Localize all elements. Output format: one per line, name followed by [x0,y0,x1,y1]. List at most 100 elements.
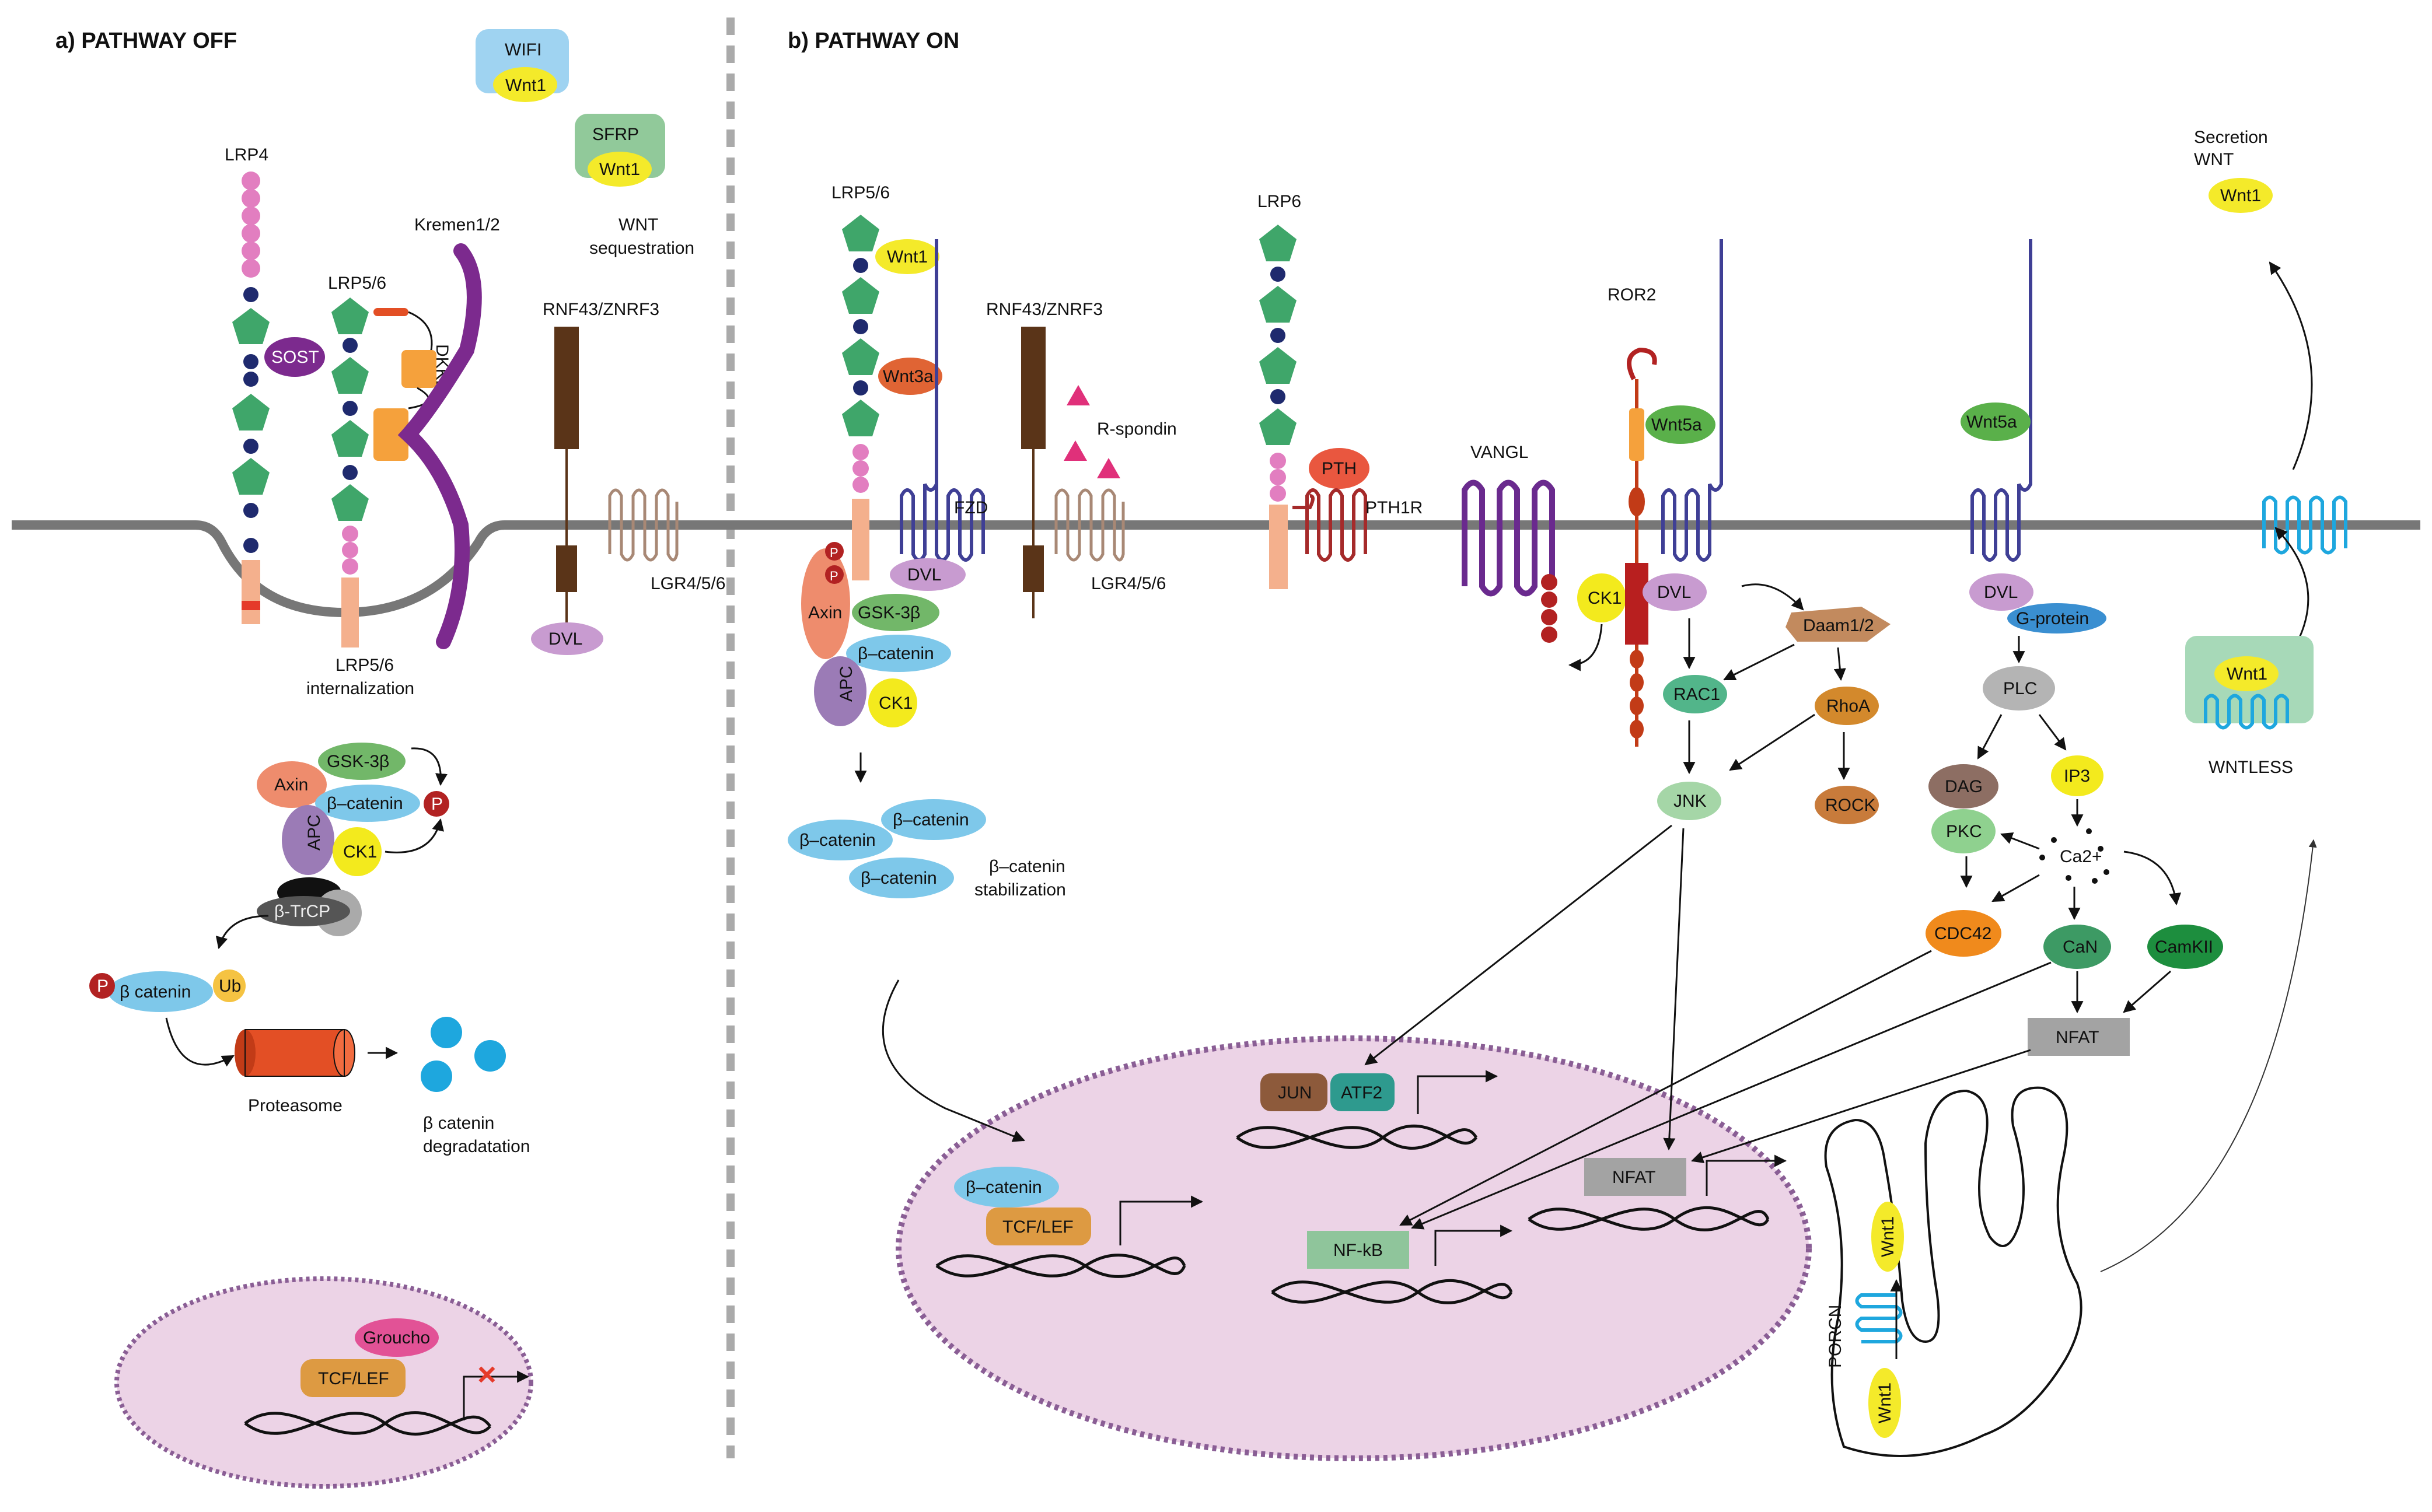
svg-text:JNK: JNK [1673,792,1707,811]
svg-text:CK1: CK1 [879,694,913,713]
svg-text:Groucho: Groucho [363,1328,430,1348]
arrow-bcatenin-to-nucleus [882,979,1025,1142]
svg-text:Wnt3a: Wnt3a [883,367,934,386]
ck1-ror: CK1 [1577,573,1626,622]
stabilization-label-2: stabilization [974,880,1066,900]
wnt1-er-lower: Wnt1 [1868,1368,1901,1438]
transcription-arrow-tcflef [1119,1195,1204,1245]
proteasome-label: Proteasome [248,1096,343,1115]
arrow-wntless-membrane [2274,527,2309,645]
jun: JUN [1260,1073,1327,1111]
svg-text:IP3: IP3 [2064,766,2090,786]
svg-text:CK1: CK1 [1588,589,1622,608]
rock: ROCK [1815,786,1879,824]
dna-jun [1236,1124,1478,1150]
lrp56-receptor-b [842,215,879,580]
destruction-complex-b: Axin P P GSK-3β β–catenin APC CK1 [801,542,951,727]
arrow-daam-rac1 [1723,643,1795,681]
ip3: IP3 [2051,755,2103,796]
wnt-sequestration-label: WNT [619,215,658,235]
vangl-label: VANGL [1470,443,1528,462]
arrow-to-proteasome [165,1017,235,1067]
cell-membrane [12,520,2420,618]
rnf43-receptor-a [554,327,579,636]
arrow-jnk-jun [1364,824,1672,1066]
svg-text:SOST: SOST [271,348,319,367]
nfat-cytoplasm: NFAT [2028,1018,2130,1056]
svg-text:NFAT: NFAT [1612,1168,1655,1187]
arrow-nfat-nuclear [1691,1049,2031,1164]
arrow-can-nfkb [1411,961,2052,1230]
degraded-fragments [421,1017,506,1092]
wifi-complex: WIFI Wnt1 [476,29,569,102]
lrp4-receptor [232,172,270,624]
svg-text:CamKII: CamKII [2155,937,2213,957]
arrow-ck1-vangl [1568,624,1603,671]
fzd-ca [1970,239,2032,562]
wnt1-b: Wnt1 [875,239,939,274]
lgr-receptor-b [1054,488,1125,562]
plc: PLC [1983,666,2055,710]
dvl-ror: DVL [1643,573,1707,611]
pth1r-receptor [1292,488,1367,562]
svg-text:Wnt1: Wnt1 [1878,1216,1898,1257]
dna-nfkb [1271,1279,1513,1304]
svg-text:TCF/LEF: TCF/LEF [318,1369,389,1388]
arrow-daam-rhoa [1833,647,1846,681]
lrp56-label-b: LRP5/6 [831,183,890,202]
transcription-arrow-nfkb [1434,1224,1513,1266]
bcatenin-ub: β catenin P Ub [89,970,246,1012]
wnt1-secreted: Wnt1 [2209,178,2273,213]
svg-text:G-protein: G-protein [2016,609,2089,628]
lrp4-label: LRP4 [225,145,268,164]
svg-text:β-TrCP: β-TrCP [274,902,330,921]
pth1r-label: PTH1R [1365,498,1423,517]
fzd-ror [1661,239,1723,562]
svg-text:CK1: CK1 [343,842,377,862]
nfkb: NF-kB [1307,1231,1409,1269]
svg-text:β–catenin: β–catenin [861,869,937,888]
r-spondin [1064,385,1120,478]
arrow-er-to-wntless [2100,839,2317,1272]
rnf43-receptor-b [1021,327,1046,618]
svg-text:GSK-3β: GSK-3β [858,603,920,622]
daam: Daam1/2 [1785,607,1891,642]
svg-text:β catenin: β catenin [120,982,191,1002]
can: CaN [2043,925,2111,969]
svg-text:DVL: DVL [907,565,941,584]
transcription-arrow-nfat [1706,1154,1787,1196]
wnt-sequestration-label-2: sequestration [589,239,694,258]
svg-text:β–catenin: β–catenin [966,1178,1042,1197]
secretion-label: Secretion [2194,128,2268,147]
nfat-nuclear: NFAT [1584,1158,1686,1196]
wnt5a-ror: Wnt5a [1645,405,1715,444]
arrow-ca-cdc42 [1991,874,2040,902]
arrow-dvl-daam [1741,583,1804,611]
svg-text:Wnt5a: Wnt5a [1966,412,2017,432]
svg-text:DVL: DVL [548,629,582,649]
stabilized-bcatenin: β–catenin β–catenin β–catenin [788,799,986,898]
camkii: CamKII [2147,925,2223,969]
svg-text:JUN: JUN [1278,1083,1312,1102]
svg-text:DVL: DVL [1984,583,2018,602]
arrow-plc-dag [1977,714,2003,760]
arrow-ca-camkii [2123,850,2182,906]
porcn-label: PORCN [1826,1305,1845,1368]
vangl-phospho [1541,574,1557,643]
ca2-ions [2039,828,2109,884]
svg-text:Axin: Axin [274,775,308,794]
arrow-jnk-nfat [1663,828,1685,1151]
svg-text:Daam1/2: Daam1/2 [1803,616,1874,635]
svg-text:Wnt1: Wnt1 [2220,186,2261,205]
svg-text:ROCK: ROCK [1825,796,1876,815]
svg-text:SFRP: SFRP [592,125,639,144]
svg-text:β–catenin: β–catenin [893,810,969,830]
fzd-label: FZD [954,498,988,517]
tcflef-b: TCF/LEF [986,1208,1091,1245]
svg-text:Wnt1: Wnt1 [2227,664,2267,684]
lrp6-label: LRP6 [1257,192,1301,211]
stabilization-label: β–catenin [989,857,1065,876]
svg-text:Wnt1: Wnt1 [505,76,546,95]
svg-text:P: P [431,794,443,814]
